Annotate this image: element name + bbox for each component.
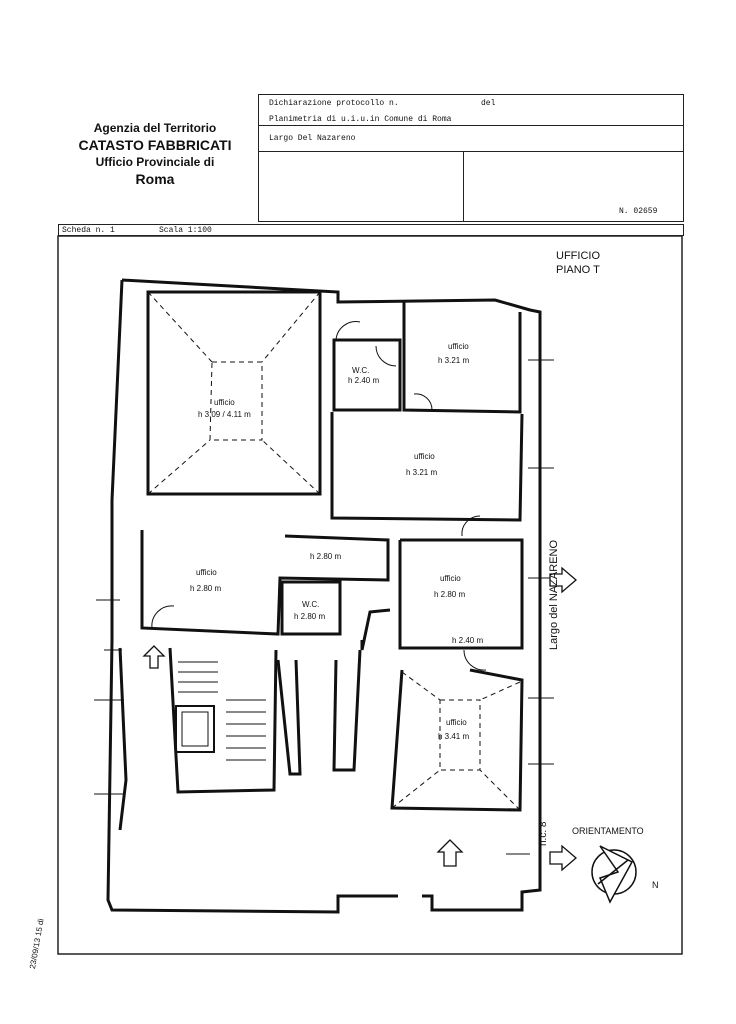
room-name: ufficio (440, 574, 461, 583)
entrance-arrow-street (549, 844, 577, 872)
catasto-title: CATASTO FABBRICATI (78, 137, 232, 153)
civic-number: n.c. 8 (538, 821, 549, 846)
agency-block: Agenzia del Territorio CATASTO FABBRICAT… (70, 120, 240, 188)
entrance-arrow-bottom (436, 839, 464, 867)
header-box: Dichiarazione protocollo n. del Planimet… (258, 94, 684, 222)
north-label: N (652, 880, 659, 890)
outer-wall-left (106, 279, 398, 914)
unit-type: UFFICIO (556, 250, 600, 262)
room-mid-left (140, 530, 390, 636)
stair-arrow (142, 645, 166, 669)
room-top-left (146, 290, 322, 496)
room-height: h 2.80 m (310, 552, 342, 561)
outer-wall (121, 278, 542, 912)
address-line: Largo Del Nazareno (269, 134, 356, 143)
compass-icon (591, 845, 637, 904)
room-height: h 3.41 m (438, 732, 470, 741)
scheda-label: Scheda n. 1 (62, 226, 115, 235)
unit-floor: PIANO T (556, 264, 600, 276)
room-right (398, 538, 524, 650)
room-name: W.C. (302, 600, 320, 609)
room-height: h 3.21 m (438, 356, 470, 365)
room-wc-mid (280, 580, 342, 636)
office-label: Ufficio Provinciale di (95, 155, 215, 169)
room-height: h 2.40 m (452, 636, 484, 645)
protocol-del: del (481, 99, 496, 108)
room-height: h 2.80 m (434, 590, 466, 599)
room-height: h 2.40 m (348, 376, 380, 385)
room-top-right (402, 302, 522, 414)
stair-wall (168, 647, 278, 794)
room-name: ufficio (214, 398, 235, 407)
room-name: ufficio (414, 452, 435, 461)
agency-name: Agenzia del Territorio (93, 121, 217, 135)
scale-label: Scala 1:100 (159, 226, 212, 235)
room-height: h 3.21 m (406, 468, 438, 477)
room-name: ufficio (448, 342, 469, 351)
street-label: Largo del NAZARENO (548, 539, 560, 650)
sheet-frame (57, 235, 683, 955)
room-height: h 3.09 / 4.11 m (198, 410, 251, 419)
room-name: ufficio (446, 718, 467, 727)
orientation-label: ORIENTAMENTO (572, 826, 644, 836)
entrance-arrow-right (549, 566, 577, 594)
room-name: W.C. (352, 366, 370, 375)
doc-number: N. 02659 (619, 207, 658, 216)
room-name: ufficio (196, 568, 217, 577)
room-wc-top (332, 338, 402, 412)
room-mid-right (330, 412, 524, 522)
room-height: h 2.80 m (294, 612, 326, 621)
protocol-label: Dichiarazione protocollo n. (269, 99, 399, 108)
room-height: h 2.80 m (190, 584, 222, 593)
plan-line: Planimetria di u.i.u.in Comune di Roma (269, 115, 452, 124)
office-city: Roma (135, 171, 175, 187)
